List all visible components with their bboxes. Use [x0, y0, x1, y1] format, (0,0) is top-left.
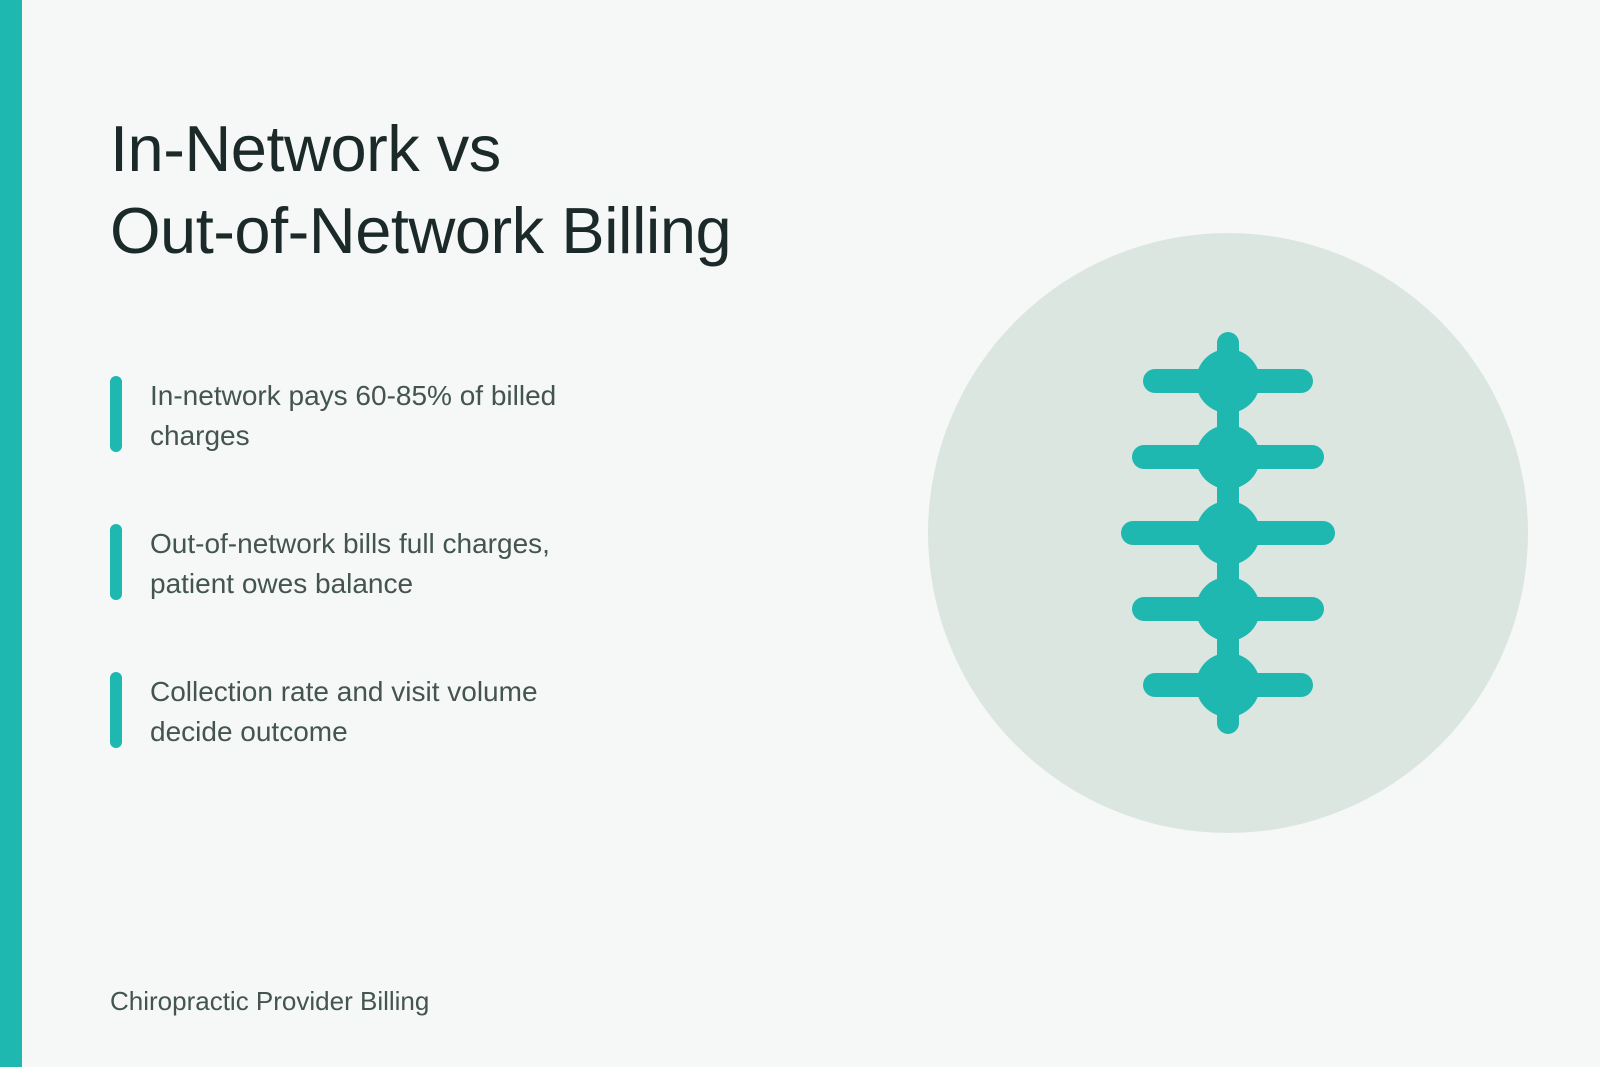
- footer-caption: Chiropractic Provider Billing: [110, 986, 430, 1016]
- key-point-item: Out-of-network bills full charges, patie…: [110, 524, 620, 600]
- spine-illustration: [928, 233, 1528, 833]
- key-point-text: In-network pays 60-85% of billed charges: [150, 380, 557, 451]
- key-point-text: Collection rate and visit volume decide …: [150, 676, 538, 747]
- spine-graphic: [1121, 332, 1335, 734]
- vertebra-body: [1196, 653, 1260, 717]
- vertebra-body: [1196, 501, 1260, 565]
- left-accent-bar: [0, 0, 22, 1067]
- vertebra-body: [1196, 349, 1260, 413]
- bullet-marker: [110, 524, 122, 600]
- key-point-text: Out-of-network bills full charges, patie…: [150, 528, 550, 599]
- page-title: In-Network vs Out-of-Network Billing: [110, 108, 732, 272]
- vertebra-body: [1196, 425, 1260, 489]
- page-title-line-2: Out-of-Network Billing: [110, 194, 732, 267]
- bullet-marker: [110, 672, 122, 748]
- key-point-item: Collection rate and visit volume decide …: [110, 672, 620, 748]
- bullet-marker: [110, 376, 122, 452]
- key-point-item: In-network pays 60-85% of billed charges: [110, 376, 620, 452]
- page-title-line-1: In-Network vs: [110, 112, 501, 185]
- vertebra-body: [1196, 577, 1260, 641]
- key-points-list: In-network pays 60-85% of billed charges…: [110, 376, 620, 822]
- spine-icon: [928, 233, 1528, 833]
